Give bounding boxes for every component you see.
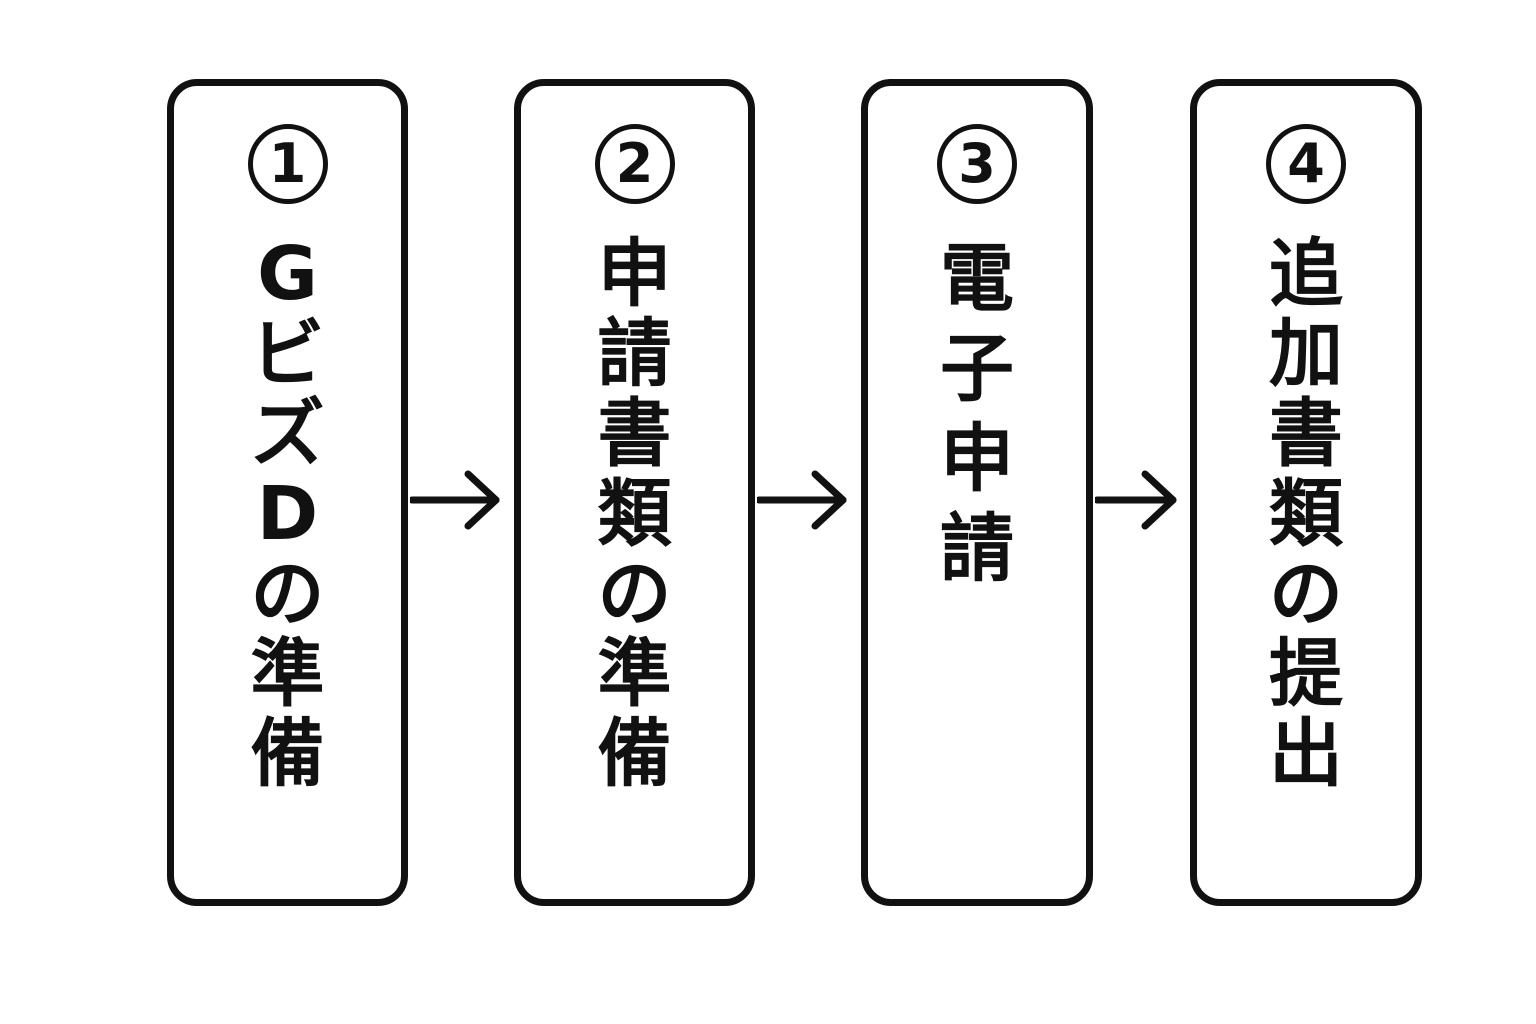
step-number-badge: 1 (247, 124, 328, 204)
arrow-right-icon (410, 470, 502, 530)
step-box-3: 3 電子申請 (861, 79, 1093, 906)
arrow-right-icon (1095, 470, 1179, 530)
step-label: 申請書類の準備 (597, 231, 672, 797)
step-number: 4 (1287, 132, 1325, 195)
step-box-1: 1 Gビズ D の準備 (167, 79, 408, 906)
arrow-right-icon (757, 470, 849, 530)
step-number-badge: 3 (937, 124, 1017, 204)
step-label: 電子申請 (940, 236, 1014, 592)
step-number-badge: 4 (1266, 124, 1346, 204)
step-number: 2 (615, 132, 654, 195)
step-box-4: 4 追加書類の提出 (1190, 79, 1422, 906)
step-number: 3 (958, 132, 996, 195)
step-number-badge: 2 (594, 124, 675, 204)
step-label: 追加書類の提出 (1269, 231, 1343, 797)
step-box-2: 2 申請書類の準備 (514, 79, 755, 906)
step-number: 1 (268, 132, 307, 195)
step-label: Gビズ D の準備 (250, 231, 325, 797)
